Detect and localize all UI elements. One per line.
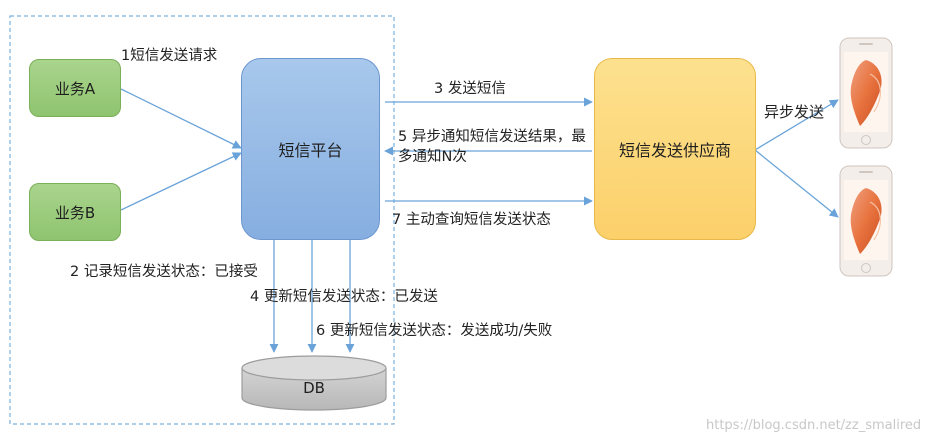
sms-platform-label: 短信平台 <box>278 141 343 160</box>
watermark-text: https://blog.csdn.net/zz_smalired <box>706 418 922 433</box>
arrow-biz-a-to-platform <box>120 88 242 149</box>
business-a-label: 业务A <box>54 79 96 98</box>
business-a-node: 业务A <box>29 59 121 117</box>
arrow-supplier-to-phone-bottom <box>754 149 839 218</box>
db-label-box: DB <box>242 374 386 402</box>
sms-supplier-label: 短信发送供应商 <box>618 141 731 160</box>
step-4-label: 4 更新短信发送状态：已发送 <box>250 289 438 305</box>
arrow-supplier-to-phone-top <box>754 99 839 151</box>
arrow-biz-b-to-platform <box>120 152 242 211</box>
step-6-label: 6 更新短信发送状态：发送成功/失败 <box>316 323 553 339</box>
system-boundary-frame <box>9 15 395 425</box>
sms-platform-node: 短信平台 <box>241 58 380 240</box>
step-2-label: 2 记录短信发送状态：已接受 <box>70 264 258 280</box>
business-b-node: 业务B <box>29 183 121 241</box>
step-1-label: 1短信发送请求 <box>121 48 218 64</box>
phone-icon <box>839 37 893 149</box>
database-cylinder <box>241 355 387 411</box>
step-3-label: 3 发送短信 <box>434 81 506 97</box>
business-b-label: 业务B <box>54 203 96 222</box>
async-send-label: 异步发送 <box>764 103 825 121</box>
db-label: DB <box>303 379 325 397</box>
sms-supplier-node: 短信发送供应商 <box>594 58 756 240</box>
step-7-label: 7 主动查询短信发送状态 <box>392 212 551 228</box>
step-5-label: 5 异步通知短信发送结果，最多通知N次 <box>398 129 586 165</box>
phone-icon <box>839 165 893 277</box>
